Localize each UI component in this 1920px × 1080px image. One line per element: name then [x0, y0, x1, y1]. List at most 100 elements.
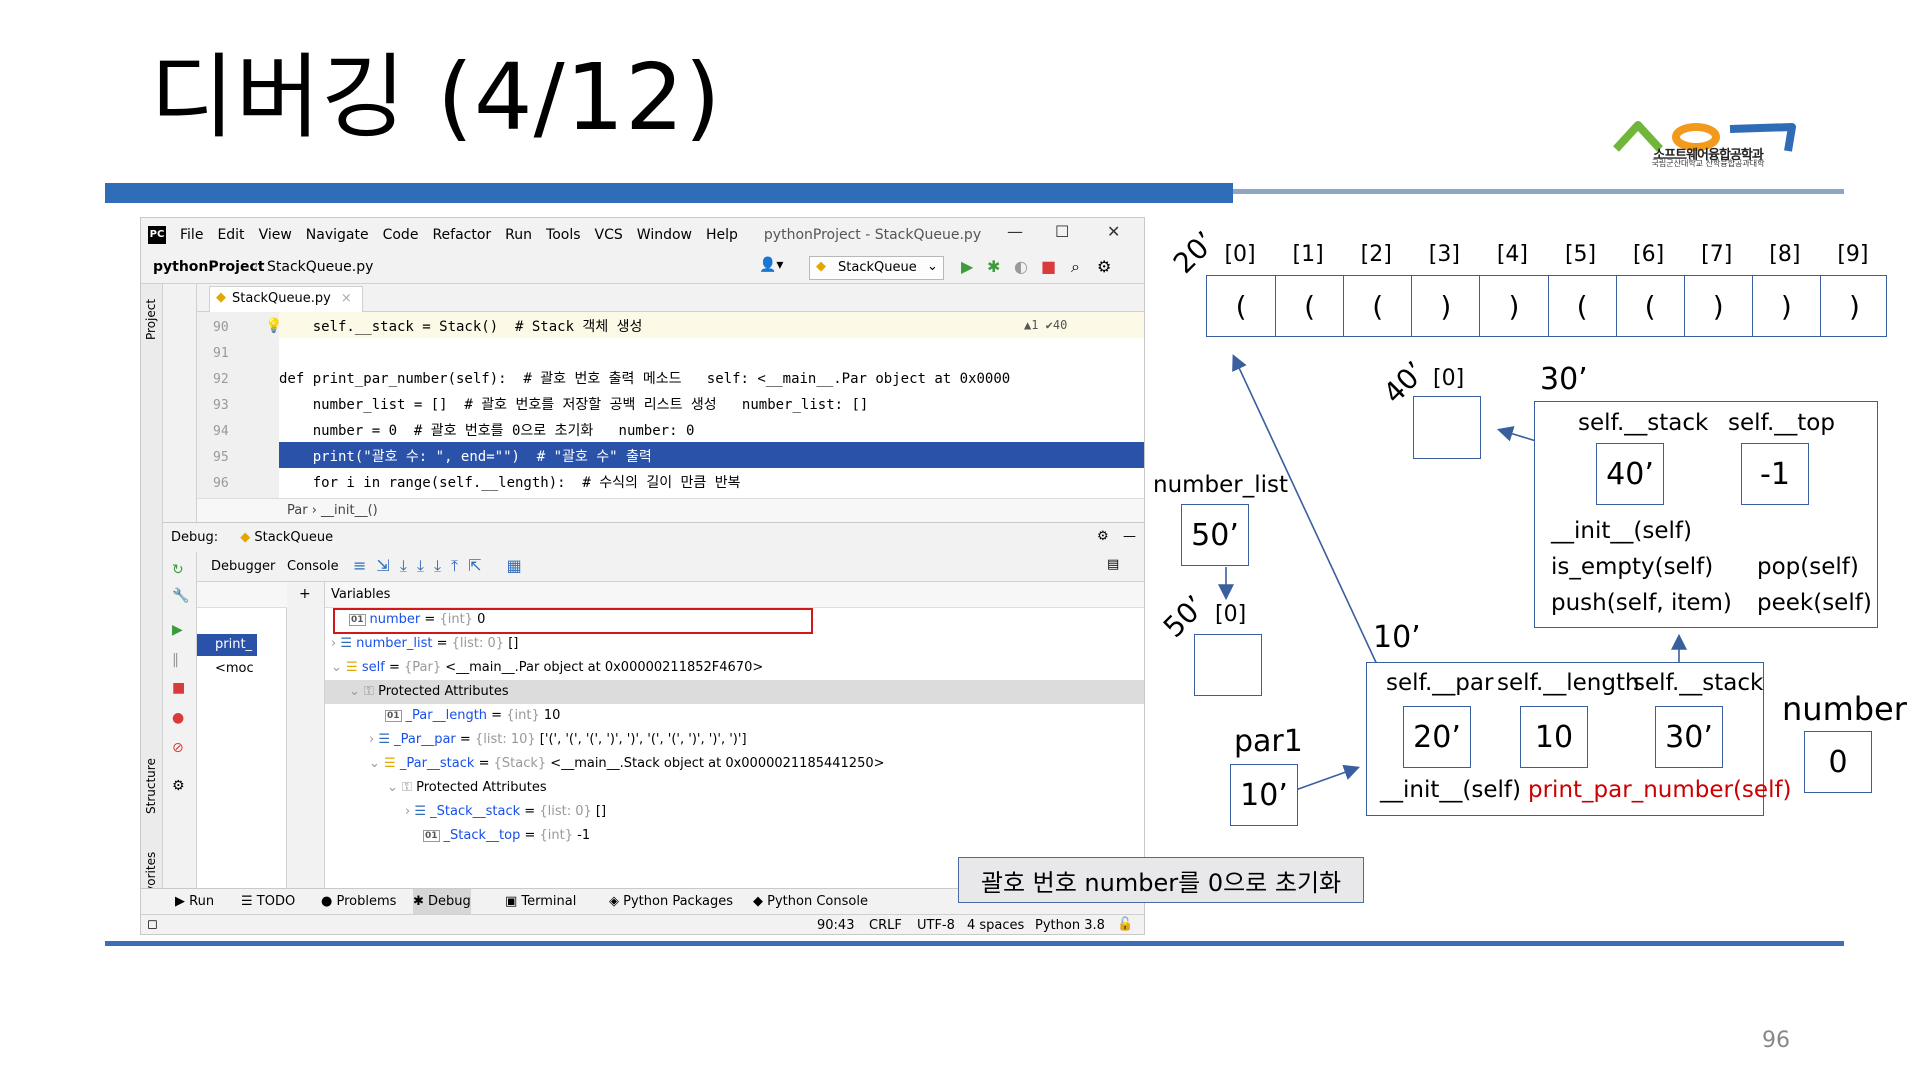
settings-icon[interactable]: ⚙ — [172, 778, 185, 794]
menu-run[interactable]: Run — [505, 226, 533, 243]
inspection-counter[interactable]: ▲1 ✔40 — [1024, 318, 1068, 332]
collapse-icon[interactable]: ⌄ — [369, 756, 380, 771]
variable-row[interactable]: ⌄ ☰ self = {Par} <__main__.Par object at… — [331, 660, 764, 675]
menu-navigate[interactable]: Navigate — [305, 226, 369, 243]
lock-icon[interactable]: 🔓 — [1117, 917, 1134, 932]
tool-tab-label: TODO — [256, 894, 296, 909]
tool-tab-python-packages[interactable]: ◈ Python Packages — [609, 894, 733, 909]
tab-close-icon[interactable]: × — [340, 291, 352, 306]
layout-icon[interactable]: ▤ — [1107, 557, 1120, 572]
hide-panel-icon[interactable]: — — [1123, 529, 1136, 544]
frame-item[interactable]: <moc — [215, 661, 254, 676]
variable-row[interactable]: ⌄ ☰ _Par__stack = {Stack} <__main__.Stac… — [369, 756, 885, 771]
debug-session-tab[interactable]: StackQueue — [254, 530, 334, 545]
close-icon[interactable]: ✕ — [1107, 222, 1121, 241]
array-index: [6] — [1633, 242, 1665, 267]
menu-edit[interactable]: Edit — [217, 226, 245, 243]
variable-row[interactable]: 01_Stack__top = {int} -1 — [423, 828, 591, 843]
variable-row[interactable]: 01_Par__length = {int} 10 — [385, 708, 561, 723]
collapse-icon[interactable]: ⌄ — [349, 684, 360, 699]
collapse-icon[interactable]: ⌄ — [387, 780, 398, 795]
array-cell: ( — [1343, 276, 1411, 336]
expand-icon[interactable]: › — [405, 804, 411, 819]
variable-name: self — [361, 660, 385, 675]
status-interpreter[interactable]: Python 3.8 — [1035, 918, 1105, 933]
variable-row[interactable]: › ☰ number_list = {list: 0} [] — [331, 636, 519, 651]
code-editor[interactable]: self.__stack = Stack() # Stack 객체 생성 def… — [279, 312, 1144, 498]
lightbulb-icon[interactable]: 💡 — [265, 318, 283, 334]
variable-value: [] — [595, 804, 607, 819]
tool-tab-label: Terminal — [521, 894, 577, 909]
frame-item-selected[interactable]: print_ — [197, 634, 257, 656]
mute-breakpoints-icon[interactable]: ⊘ — [172, 740, 184, 756]
menu-tools[interactable]: Tools — [546, 226, 581, 243]
user-icon[interactable]: 👤▾ — [759, 257, 784, 273]
code-breadcrumb[interactable]: Par › __init__() — [197, 498, 1144, 522]
structure-tool-label[interactable]: Structure — [144, 758, 158, 814]
python-icon: ◆ — [240, 530, 251, 545]
debug-icon[interactable]: ✱ — [987, 257, 1001, 276]
step-buttons[interactable]: ≡⇲⤓⤓⤓⤒⇱ ▦ — [353, 556, 532, 575]
rerun-icon[interactable]: ↻ — [172, 562, 184, 578]
status-line-separator[interactable]: CRLF — [869, 918, 902, 933]
search-icon[interactable]: ⌕ — [1071, 257, 1080, 276]
expand-icon[interactable]: › — [369, 732, 375, 747]
tool-tab-todo[interactable]: ☰ TODO — [241, 894, 296, 909]
wrench-icon[interactable]: 🔧 — [172, 588, 190, 604]
gear-icon[interactable]: ⚙ — [1097, 529, 1109, 544]
debugger-tab[interactable]: Debugger — [211, 559, 276, 574]
editor-tab-stackqueue[interactable]: ◆ StackQueue.py × — [209, 286, 363, 312]
minimize-icon[interactable]: — — [1007, 222, 1023, 241]
variable-group-row[interactable]: ⌄ ⚿ Protected Attributes — [325, 680, 1144, 704]
variable-group-row[interactable]: ⌄ ⚿ Protected Attributes — [325, 776, 1144, 800]
view-breakpoints-icon[interactable]: ● — [172, 710, 185, 726]
array-index: [0] — [1224, 242, 1256, 267]
tool-tab-problems[interactable]: ● Problems — [321, 894, 397, 909]
run-icon[interactable]: ▶ — [961, 257, 974, 276]
maximize-icon[interactable]: ☐ — [1055, 222, 1070, 241]
variable-name: _Par__stack — [399, 756, 475, 771]
status-indent[interactable]: 4 spaces — [967, 918, 1025, 933]
stop-icon[interactable]: ■ — [1041, 257, 1057, 276]
collapse-icon[interactable]: ⌄ — [331, 660, 342, 675]
breadcrumb-project[interactable]: pythonProject — [153, 259, 265, 275]
breadcrumb-file[interactable]: StackQueue.py — [267, 259, 374, 275]
tool-tab-debug[interactable]: ✱ Debug — [413, 889, 471, 914]
variable-type: {int} — [539, 828, 574, 843]
variable-value: 0 — [477, 612, 486, 627]
menu-help[interactable]: Help — [705, 226, 738, 243]
pause-icon[interactable]: ‖ — [172, 652, 179, 668]
menu-refactor[interactable]: Refactor — [432, 226, 492, 243]
status-bar: ◻ 90:43 CRLF UTF-8 4 spaces Python 3.8 🔓 — [141, 914, 1144, 934]
tool-tab-run[interactable]: ▶ Run — [175, 894, 215, 909]
menu-code[interactable]: Code — [382, 226, 419, 243]
layout-toggle-icon[interactable]: ◻ — [147, 917, 158, 932]
variable-row[interactable]: › ☰ _Stack__stack = {list: 0} [] — [405, 804, 607, 819]
frames-filter[interactable] — [197, 582, 287, 608]
tool-tab-label: Python Packages — [623, 894, 733, 909]
add-watch-icon[interactable]: + — [299, 586, 311, 602]
menu-view[interactable]: View — [258, 226, 292, 243]
variable-row[interactable]: › ☰ _Par__par = {list: 10} ['(', '(', '(… — [369, 732, 747, 747]
console-tab[interactable]: Console — [287, 559, 339, 574]
resume-icon[interactable]: ▶ — [172, 622, 183, 638]
tool-tab-python-console[interactable]: ◆ Python Console — [753, 894, 868, 909]
status-encoding[interactable]: UTF-8 — [917, 918, 955, 933]
par-attr-stack: self.__stack — [1633, 670, 1764, 696]
stop-icon[interactable]: ■ — [172, 680, 186, 696]
stack-list-index: [0] — [1433, 366, 1465, 391]
expand-icon[interactable]: › — [331, 636, 337, 651]
coverage-icon[interactable]: ◐ — [1014, 257, 1028, 276]
menu-vcs[interactable]: VCS — [594, 226, 623, 243]
project-tool-label[interactable]: Project — [144, 298, 158, 340]
navigation-bar: pythonProject › StackQueue.py 👤▾ ◆ Stack… — [141, 251, 1144, 284]
python-icon: ◆ — [816, 259, 826, 274]
tool-tab-terminal[interactable]: ▣ Terminal — [505, 894, 577, 909]
group-name: Protected Attributes — [416, 780, 547, 795]
gear-icon[interactable]: ⚙ — [1097, 257, 1112, 276]
menu-file[interactable]: File — [180, 226, 204, 243]
status-position[interactable]: 90:43 — [817, 918, 855, 933]
menu-window[interactable]: Window — [636, 226, 692, 243]
run-config-select[interactable]: ◆ StackQueue ⌄ — [809, 256, 944, 280]
